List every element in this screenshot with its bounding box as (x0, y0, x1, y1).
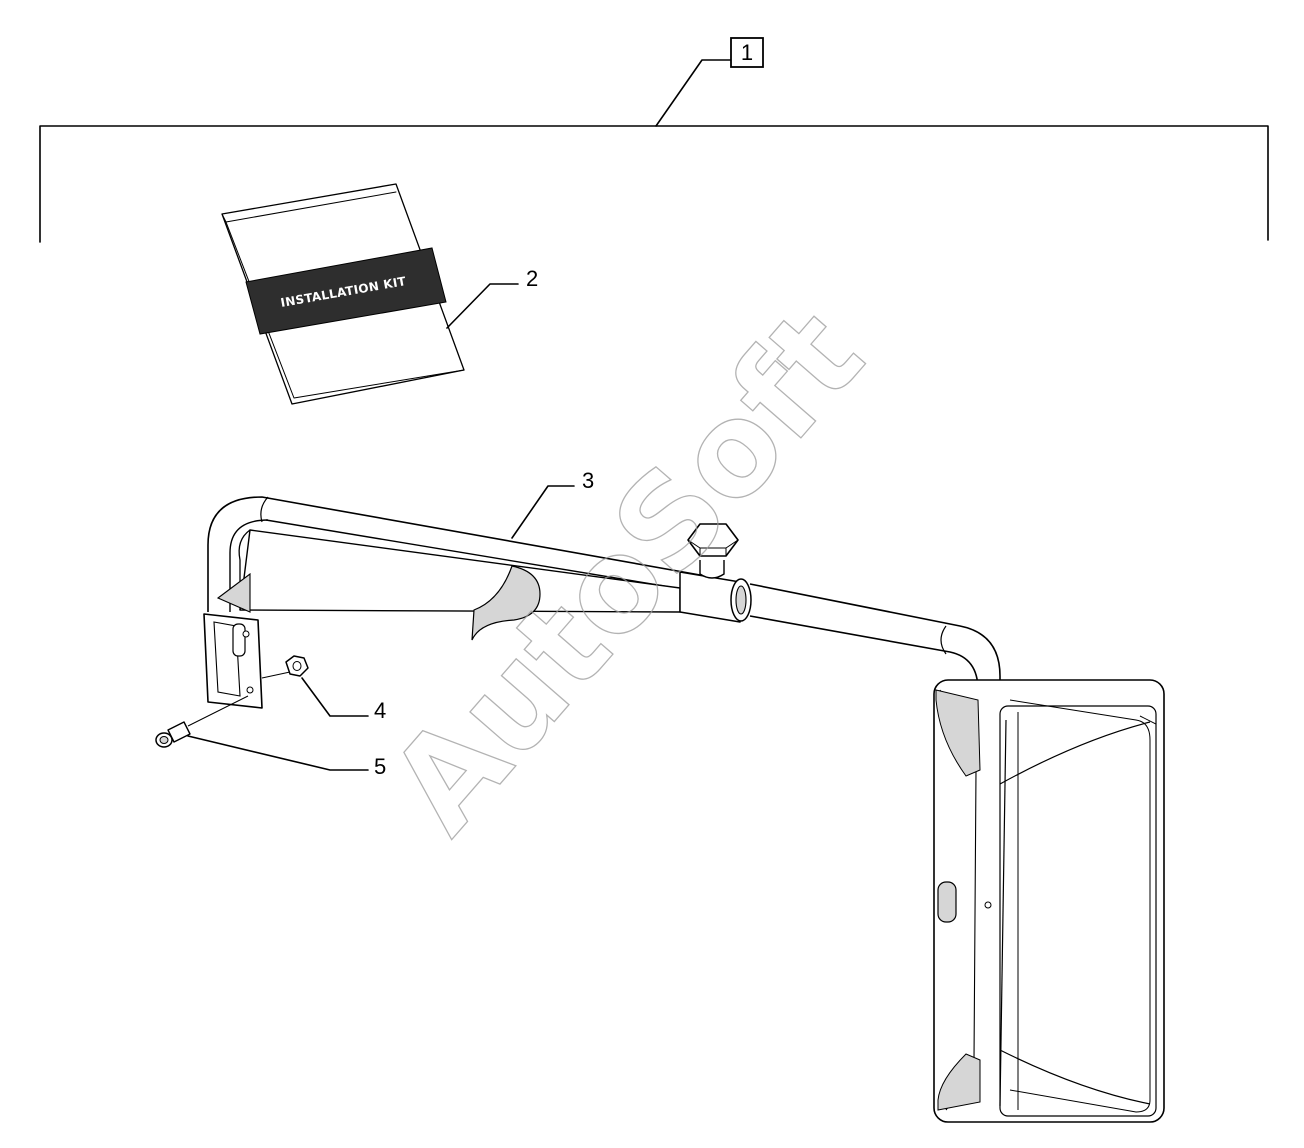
callout-2-label: 2 (526, 266, 538, 291)
installation-kit-booklet: INSTALLATION KIT (221, 183, 465, 405)
callout-3: 3 (511, 468, 594, 539)
callout-2: 2 (446, 266, 538, 329)
callout-4-label: 4 (374, 698, 386, 723)
callout-5-label: 5 (374, 754, 386, 779)
mirror-arm (203, 496, 1001, 709)
callout-1-label: 1 (741, 40, 753, 65)
callout-4: 4 (301, 677, 386, 723)
nut (261, 655, 309, 679)
assembly-bracket: 1 (39, 37, 1269, 243)
bolt (155, 695, 249, 748)
callout-5: 5 (187, 735, 386, 779)
callout-3-label: 3 (582, 468, 594, 493)
callout-1-box (730, 37, 764, 68)
mirror-head (933, 679, 1165, 1123)
